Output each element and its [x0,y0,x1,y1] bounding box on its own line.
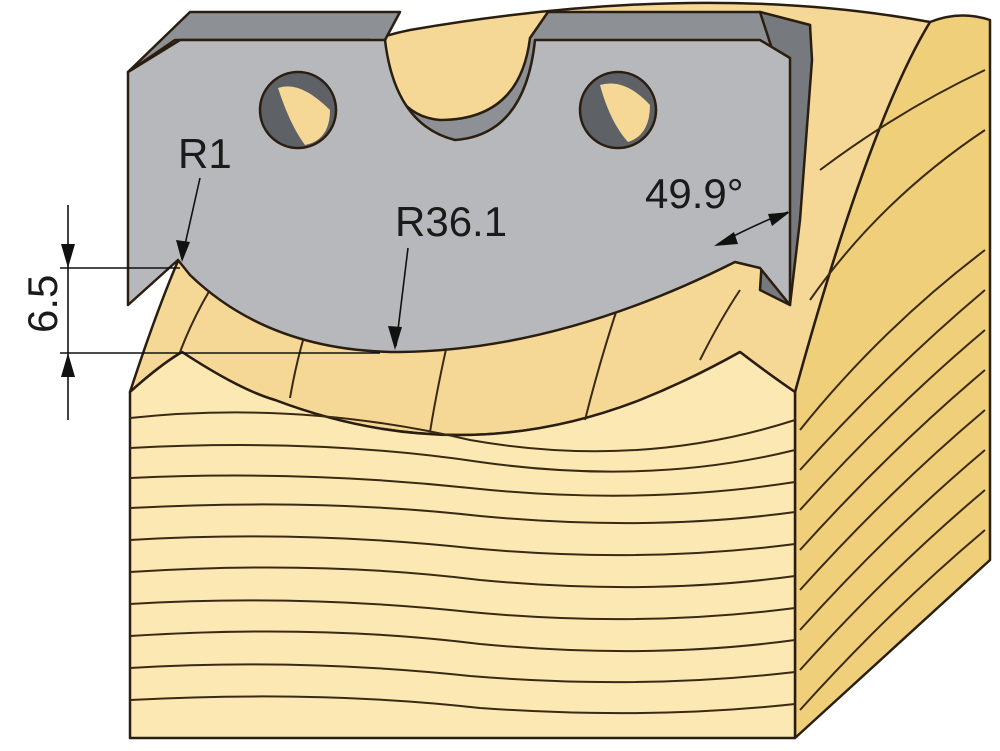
profile-knife-blade-icon [126,10,814,354]
angle-arrow-left [714,232,738,246]
bolt-hole-left-wood [278,86,330,145]
depth-arrow-bottom [61,353,75,377]
depth-label: 6.5 [19,275,66,333]
angle-arrow-right [768,212,790,226]
bolt-hole-right-wood [600,83,650,142]
wood-side-grain [799,69,986,711]
depth-arrow-top [61,244,75,268]
dimension-annotations: R1 R36.1 49.9° 6.5 [19,130,790,420]
wood-front-grain [129,411,796,715]
r361-arrowhead [388,326,402,350]
angle-label: 49.9° [645,170,744,217]
r1-label: R1 [178,130,232,177]
r361-label: R36.1 [395,198,507,245]
r1-arrowhead [176,240,190,262]
